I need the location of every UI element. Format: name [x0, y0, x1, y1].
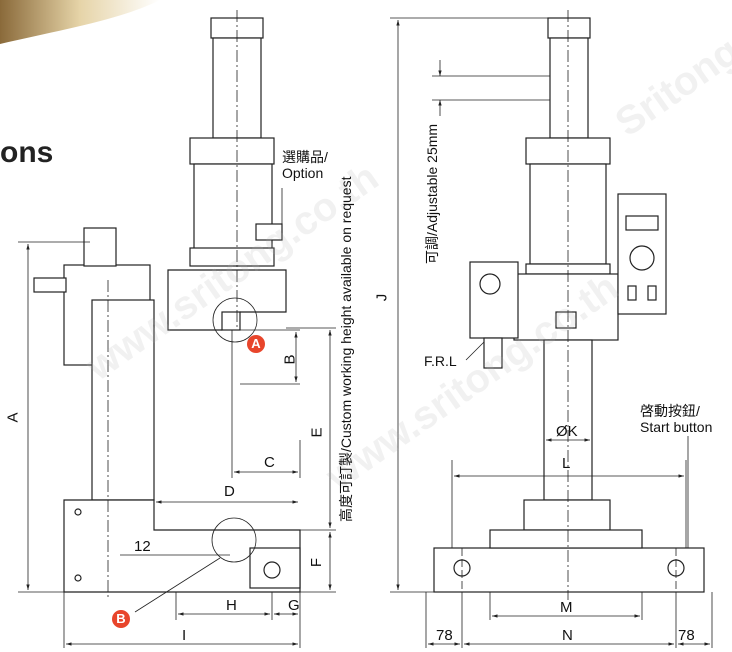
banner-swoosh: [0, 0, 160, 44]
badge-b: B: [112, 610, 130, 628]
custom-height-note: 高度可訂製/Custom working height available on…: [338, 176, 354, 523]
label-c: C: [264, 454, 275, 471]
label-twelve: 12: [134, 538, 151, 555]
badge-a: A: [247, 335, 265, 353]
section-heading: ons: [0, 136, 54, 169]
label-a: A: [4, 412, 22, 423]
label-k: ØK: [556, 423, 578, 440]
label-78-left: 78: [436, 627, 453, 644]
frl-label: F.R.L: [424, 353, 457, 369]
label-n: N: [562, 627, 573, 644]
label-l: L: [562, 455, 571, 472]
start-button-label-en: Start button: [640, 419, 713, 435]
label-d: D: [224, 483, 235, 500]
label-e: E: [308, 427, 326, 438]
label-b: B: [281, 354, 299, 365]
label-i: I: [182, 627, 187, 644]
start-button-label-zh: 啓動按鈕/: [640, 403, 700, 419]
option-label-en: Option: [282, 165, 324, 181]
label-g: G: [288, 597, 300, 614]
option-label-zh: 選購品/: [282, 149, 328, 165]
label-j: J: [373, 293, 391, 302]
label-f: F: [308, 557, 326, 568]
label-78-right: 78: [678, 627, 695, 644]
adjustable-note: 可調/Adjustable 25mm: [424, 123, 440, 264]
label-h: H: [226, 597, 237, 614]
label-m: M: [560, 599, 573, 616]
